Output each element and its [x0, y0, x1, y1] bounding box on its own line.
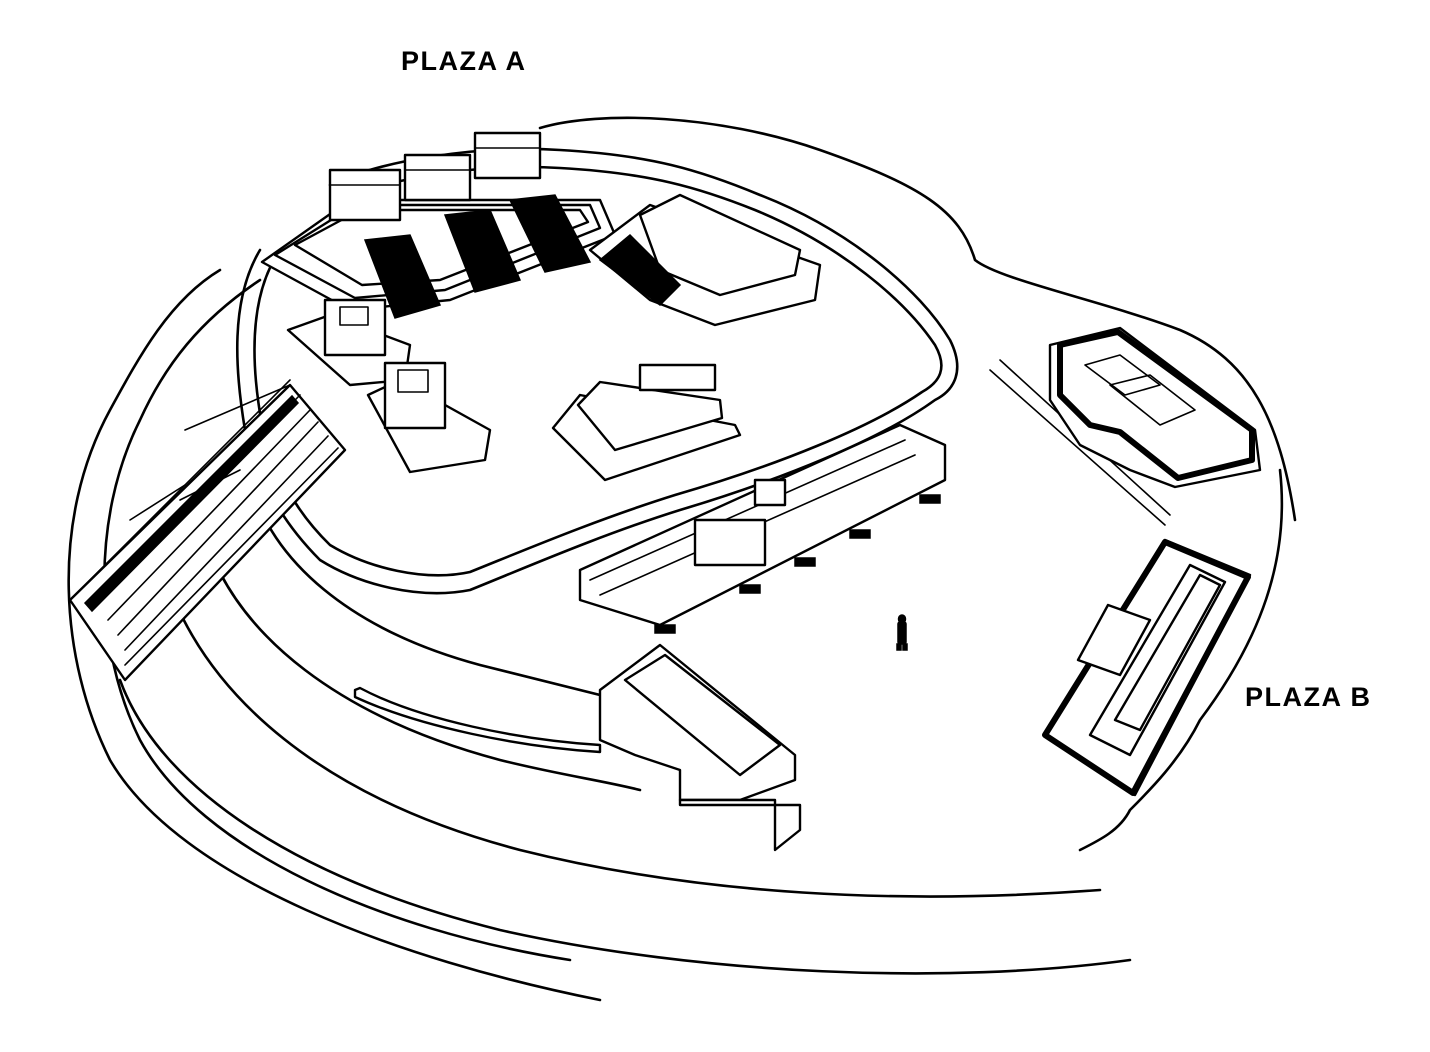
terrain-contours — [67, 116, 1297, 1002]
human-figure — [896, 614, 908, 651]
central-platform-building — [551, 363, 742, 482]
palace-building-north — [588, 193, 822, 327]
range-building-south — [578, 423, 947, 634]
plaza-a-label: PLAZA A — [401, 46, 527, 76]
plaza-b-label: PLAZA B — [1245, 682, 1372, 712]
curved-wall-segment — [353, 686, 602, 754]
triple-temple-pyramid — [260, 131, 617, 319]
small-temple-west-2 — [366, 361, 492, 474]
residential-complex-east — [1048, 326, 1262, 489]
long-building-plaza-b — [1042, 538, 1252, 797]
lower-platform-building — [598, 643, 802, 852]
grand-staircase — [68, 379, 347, 682]
